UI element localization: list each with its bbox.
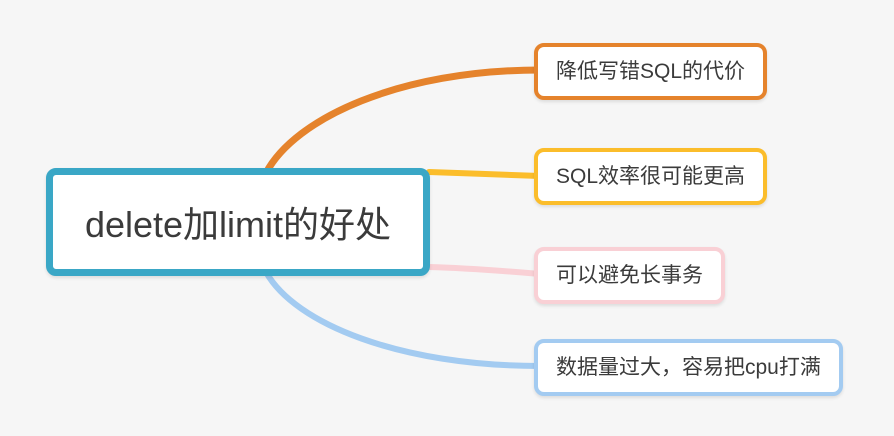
branch-topic-4-label: 数据量过大，容易把cpu打满 xyxy=(556,356,821,379)
branch-topic-3[interactable]: 可以避免长事务 xyxy=(534,247,725,304)
branch-topic-3-label: 可以避免长事务 xyxy=(556,264,703,287)
root-topic-label: delete加limit的好处 xyxy=(84,204,392,245)
connector-branch-3 xyxy=(426,264,543,277)
branch-topic-1-label: 降低写错SQL的代价 xyxy=(556,60,746,83)
branch-topic-2[interactable]: SQL效率很可能更高 xyxy=(534,148,768,205)
root-topic[interactable]: delete加limit的好处 xyxy=(46,168,430,276)
branch-topic-4[interactable]: 数据量过大，容易把cpu打满 xyxy=(534,339,843,396)
branch-topic-2-label: SQL效率很可能更高 xyxy=(556,165,746,188)
branch-topic-1[interactable]: 降低写错SQL的代价 xyxy=(534,43,768,100)
connector-branch-2 xyxy=(426,169,543,179)
connector-branch-4 xyxy=(263,269,543,369)
connector-branch-1 xyxy=(262,66,544,177)
